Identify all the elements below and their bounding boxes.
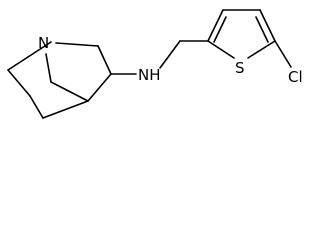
bond xyxy=(207,40,235,59)
bond xyxy=(7,69,31,97)
atom-label-cl: Cl xyxy=(288,68,303,86)
bond xyxy=(29,95,44,119)
bond xyxy=(87,73,112,102)
bond xyxy=(97,45,112,75)
bond xyxy=(259,9,276,42)
bond xyxy=(274,40,292,68)
bond xyxy=(207,9,224,42)
bond xyxy=(27,41,52,58)
bond-lines xyxy=(7,9,292,119)
bond xyxy=(42,100,89,119)
bond xyxy=(159,40,181,69)
bond xyxy=(55,42,99,47)
bond xyxy=(45,53,52,83)
atom-label-nh: NH xyxy=(138,66,161,84)
bond xyxy=(255,16,269,43)
bond xyxy=(7,56,29,71)
atom-label-s: S xyxy=(235,59,245,77)
bond xyxy=(50,81,89,102)
bond xyxy=(213,16,227,43)
bond xyxy=(247,40,276,59)
atom-labels: N NH S Cl xyxy=(38,34,303,86)
atom-label-n: N xyxy=(38,34,49,52)
structure-diagram: N NH S Cl xyxy=(7,9,303,119)
